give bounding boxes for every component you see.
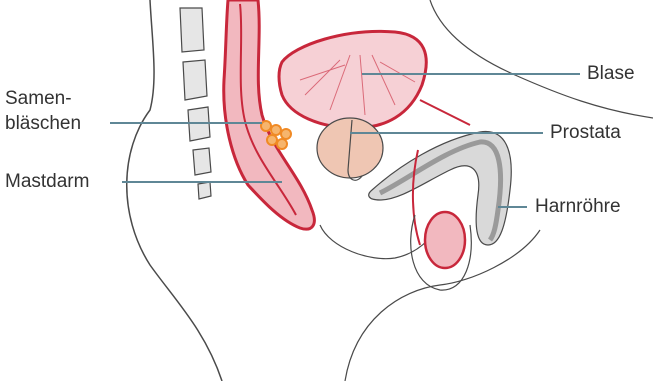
label-harnroehre: Harnröhre <box>535 195 621 219</box>
spine-vertebrae <box>180 8 211 199</box>
label-mastdarm: Mastdarm <box>5 170 89 194</box>
back-outline <box>430 0 653 118</box>
label-blase: Blase <box>587 62 635 86</box>
label-samen-line2: bläschen <box>5 112 81 136</box>
label-samen-line1: Samen- <box>5 87 72 111</box>
testicle <box>425 212 465 268</box>
label-prostata: Prostata <box>550 121 621 145</box>
